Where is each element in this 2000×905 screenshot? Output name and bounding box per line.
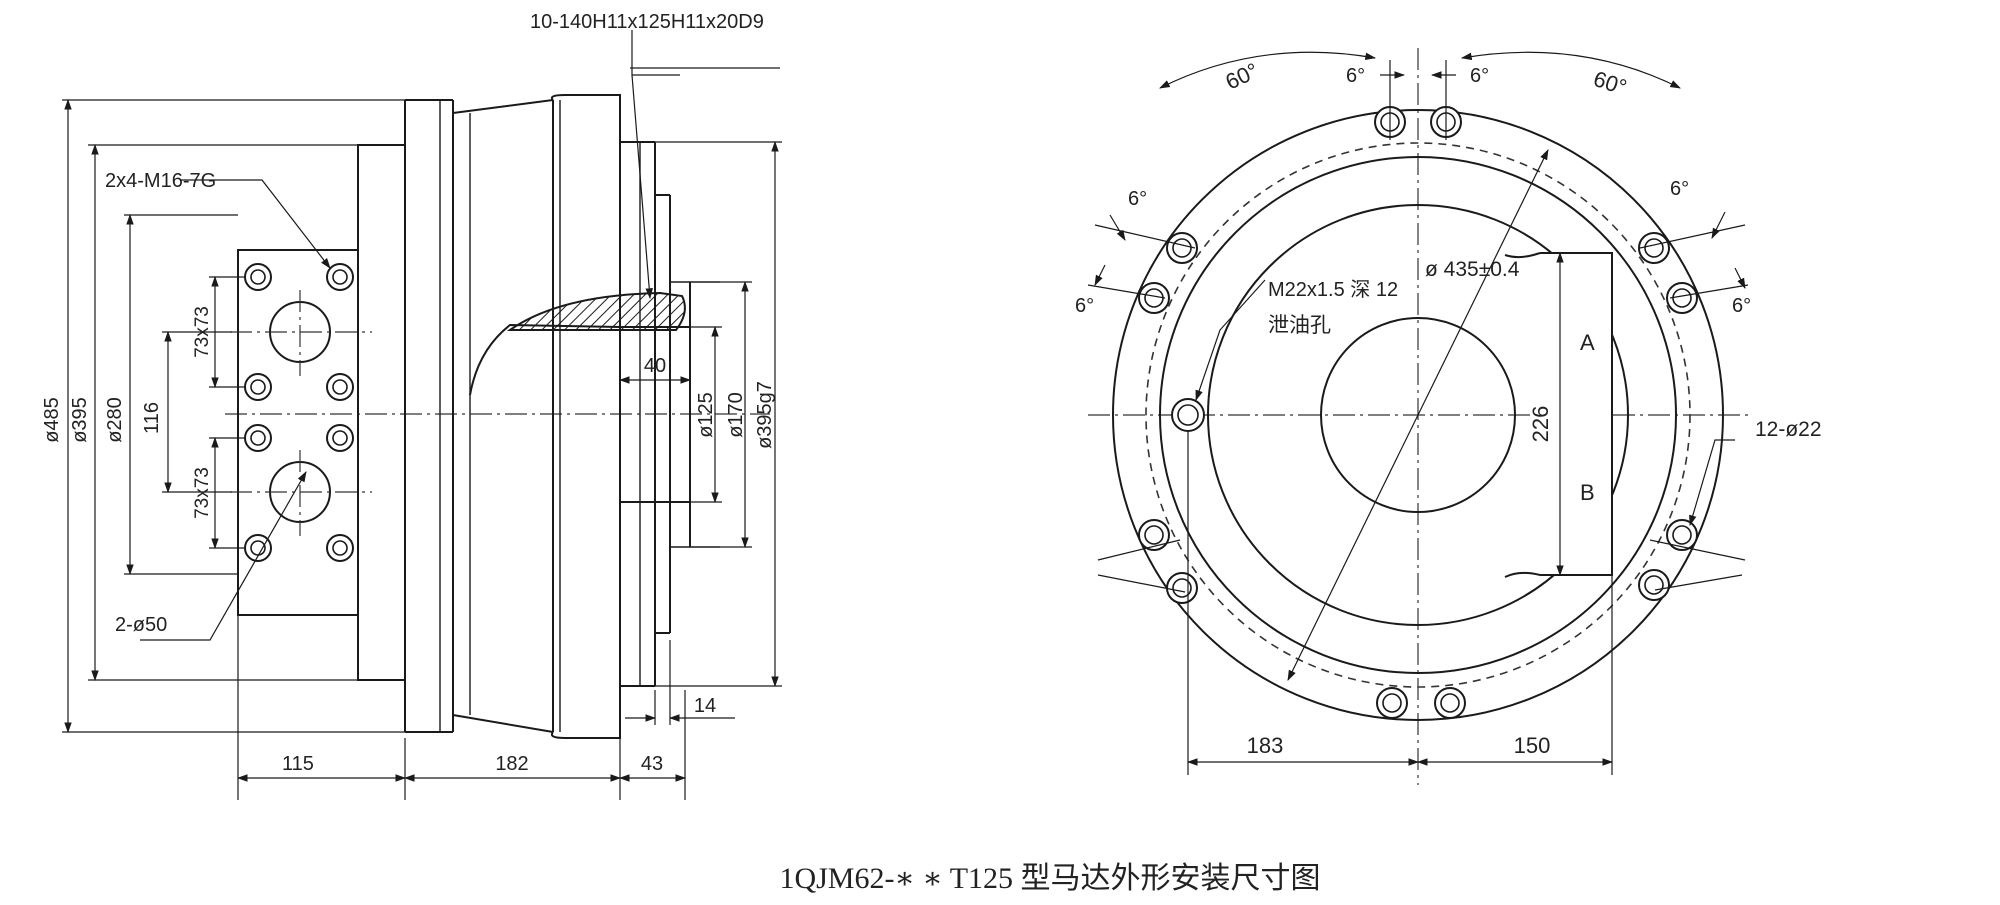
dim-40: 40: [644, 355, 666, 377]
front-dimension-lines: [1087, 51, 1749, 775]
front-view: 60° 60° 6° 6° 6° 6° 6° 6° ø 435±0.4 M22x…: [1075, 48, 1822, 785]
bolt-hole: [1376, 687, 1408, 719]
dim-d485: ø485: [41, 397, 63, 443]
port-b-label: B: [1580, 480, 1595, 505]
bolt-hole: [1166, 232, 1198, 264]
dim-226: 226: [1528, 406, 1553, 443]
thread-spec-label: 2x4-M16-7G: [105, 170, 216, 192]
drain-label: 泄油孔: [1268, 314, 1331, 337]
pitch-circle: [1145, 142, 1691, 688]
dim-183: 183: [1247, 733, 1284, 758]
dim-d395: ø395: [69, 397, 91, 443]
port-a-label: A: [1580, 330, 1595, 355]
bolt-hole: [1638, 232, 1670, 264]
bolt-hole: [1666, 519, 1698, 551]
mounting-holes-side: [230, 263, 372, 562]
dim-182: 182: [495, 753, 528, 775]
angle-6-lower-left: 6°: [1075, 295, 1094, 317]
angle-6-upper-left: 6°: [1128, 188, 1147, 210]
flange-holes: [1138, 106, 1698, 719]
side-dimension-lines: [62, 30, 782, 800]
spline-spec-label: 10-140H11x125H11x20D9: [530, 11, 764, 33]
dim-150: 150: [1514, 733, 1551, 758]
pcd-label: ø 435±0.4: [1425, 258, 1520, 281]
angle-60-right: 60°: [1590, 66, 1629, 100]
hatched-section: [506, 291, 686, 331]
angle-6-top-left: 6°: [1346, 65, 1365, 87]
thread-hole: [244, 534, 272, 562]
thread-hole: [326, 424, 354, 452]
thread-hole: [326, 263, 354, 291]
drain-thread-label: M22x1.5 深 12: [1268, 278, 1398, 301]
dim-43: 43: [641, 753, 663, 775]
bolt-hole: [1166, 572, 1198, 604]
dim-115: 115: [282, 753, 314, 775]
bolt-hole: [1138, 519, 1170, 551]
thread-hole: [244, 373, 272, 401]
thread-hole: [326, 373, 354, 401]
dim-d170: ø170: [725, 392, 747, 438]
drain-hole: [1171, 398, 1205, 432]
drawing-caption: 1QJM62-∗ ∗ T125 型马达外形安装尺寸图: [779, 862, 1320, 895]
dim-73x73-bottom: 73x73: [192, 467, 213, 519]
bolt-hole: [1666, 282, 1698, 314]
holes-label: 12-ø22: [1755, 418, 1822, 441]
motor-housing: [404, 94, 720, 739]
angle-6-lower-right: 6°: [1732, 295, 1751, 317]
dim-73x73-top: 73x73: [192, 306, 213, 358]
angle-6-top-right: 6°: [1470, 65, 1489, 87]
dim-d395g7: ø395g7: [754, 381, 776, 449]
bolt-hole: [1434, 687, 1466, 719]
bolt-hole: [1638, 569, 1670, 601]
port-spec-label: 2-ø50: [115, 614, 167, 636]
thread-hole: [244, 424, 272, 452]
dim-d125: ø125: [695, 392, 717, 438]
dim-14: 14: [694, 695, 716, 717]
dim-d280: ø280: [104, 397, 126, 443]
bolt-hole: [1138, 282, 1170, 314]
angle-60-left: 60°: [1222, 58, 1263, 95]
outer-flange-circle: [1112, 109, 1724, 721]
angle-6-upper-right: 6°: [1670, 178, 1689, 200]
port-plate: [357, 144, 406, 681]
dim-116: 116: [141, 402, 163, 434]
side-view: 10-140H11x125H11x20D9 2x4-M16-7G 2-ø50 ø…: [41, 11, 782, 800]
thread-hole: [326, 534, 354, 562]
thread-hole: [244, 263, 272, 291]
